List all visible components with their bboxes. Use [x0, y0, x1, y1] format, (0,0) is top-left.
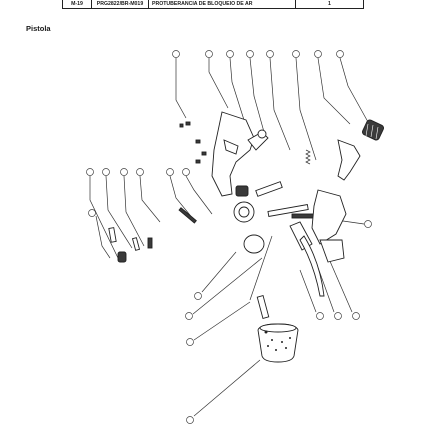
seal-ring — [243, 234, 265, 254]
callout-marker — [136, 168, 144, 176]
pin — [201, 151, 207, 156]
callout-marker — [186, 338, 194, 346]
callout-marker — [102, 168, 110, 176]
section-title: Pistola — [26, 24, 51, 33]
pin — [179, 123, 184, 128]
callout-markers — [86, 50, 372, 424]
leader-lines — [89, 57, 369, 417]
callout-marker — [226, 50, 234, 58]
left-components — [108, 207, 197, 263]
header-part-number: PRG2822/BR-M019 — [92, 0, 149, 8]
knurled-knob — [361, 119, 385, 141]
parts-header-table: M-19 PRG2822/BR-M019 PROTUBERANCIA DE BL… — [62, 0, 364, 9]
callout-marker — [185, 312, 193, 320]
pin — [195, 159, 201, 164]
callout-marker — [246, 50, 254, 58]
callout-marker — [334, 312, 342, 320]
nozzle-assembly — [233, 181, 315, 223]
spring-part — [305, 149, 311, 165]
callout-marker — [292, 50, 300, 58]
pin — [195, 139, 201, 144]
header-description: PROTUBERANCIA DE BLOQUEIO DE AR — [149, 0, 296, 8]
hose-rod — [256, 235, 325, 319]
callout-marker — [364, 220, 372, 228]
callout-marker — [88, 209, 96, 217]
callout-marker — [352, 312, 360, 320]
right-housing — [289, 189, 347, 263]
callout-marker — [314, 50, 322, 58]
paint-cup — [257, 323, 299, 363]
trigger-part — [337, 139, 361, 181]
callout-marker — [86, 168, 94, 176]
callout-marker — [120, 168, 128, 176]
callout-marker — [166, 168, 174, 176]
pin — [185, 121, 191, 126]
spray-gun-body — [211, 111, 269, 197]
callout-marker — [182, 168, 190, 176]
callout-marker — [194, 292, 202, 300]
callout-marker — [172, 50, 180, 58]
callout-marker — [186, 416, 194, 424]
callout-marker — [205, 50, 213, 58]
header-item-code: M-19 — [63, 0, 92, 8]
callout-marker — [316, 312, 324, 320]
callout-marker — [266, 50, 274, 58]
callout-marker — [336, 50, 344, 58]
header-quantity: 1 — [328, 1, 331, 7]
small-fasteners — [179, 121, 207, 164]
